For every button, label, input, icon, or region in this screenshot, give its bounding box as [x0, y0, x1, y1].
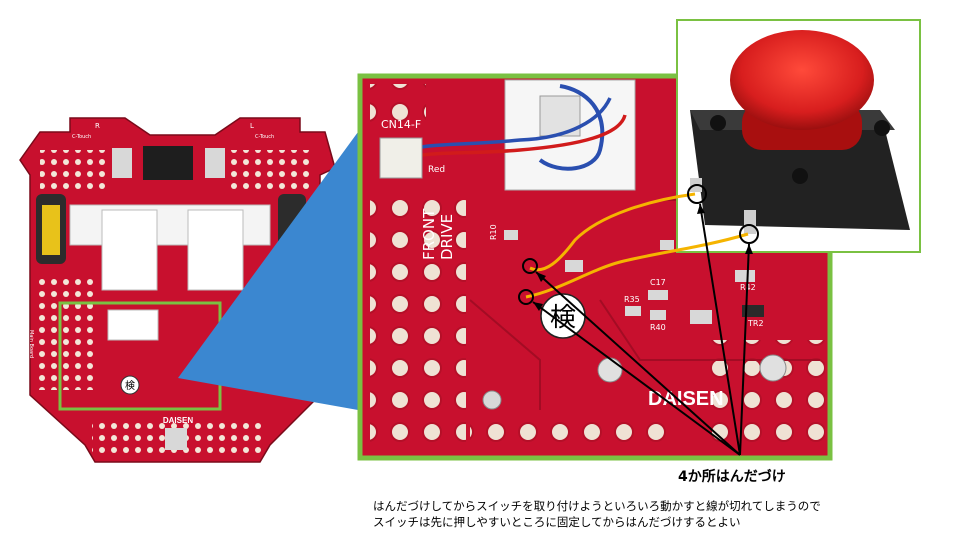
comp-tr2: [742, 305, 764, 317]
screw-3: [759, 354, 787, 382]
button-post-2: [874, 120, 890, 136]
solder-point-2: [518, 289, 534, 305]
board-name-label: Main Board: [28, 330, 34, 358]
comp-c: [660, 240, 674, 250]
kanji-badge-small: [120, 375, 140, 395]
front-label: FRONT: [420, 208, 438, 260]
solder-point-1: [522, 258, 538, 274]
arrow-heads: [533, 204, 753, 311]
wire-orange-2: [525, 232, 749, 299]
caption-note: はんだづけしてからスイッチを取り付けようといろいろ動かすと線が切れてしまうので …: [373, 498, 821, 530]
hole-grid-top-right: [230, 150, 310, 190]
zoom-hole-grid-bottom: [470, 412, 670, 452]
arrow-head-2: [533, 302, 543, 311]
hole-grid-top-left: [40, 150, 110, 190]
arrow-head-4: [745, 244, 753, 254]
drive-label: DRIVE: [438, 214, 456, 260]
standoff-right: [205, 148, 225, 178]
bottom-connector: [165, 428, 187, 450]
sensor-module: [143, 146, 193, 180]
r10-label: R10: [489, 224, 498, 240]
comp-r10: [504, 230, 518, 240]
hole-grid-left: [36, 275, 96, 390]
arrow-head-1: [536, 272, 546, 282]
c17-label: C17: [650, 278, 666, 287]
comp-r40: [650, 310, 666, 320]
caption-note-line-2: スイッチは先に押しやすいところに固定してからはんだづけするとよい: [373, 515, 741, 529]
zoom-wire-blue-2: [399, 97, 612, 154]
wire-orange-1: [529, 192, 696, 272]
button-cap-top: [730, 30, 874, 130]
caption-title: 4か所はんだづけ: [678, 469, 786, 485]
screw-1: [482, 390, 502, 410]
comp-c17: [648, 290, 668, 300]
solder-point-3: [687, 184, 707, 204]
wire-color-label: Red: [428, 165, 445, 175]
button-pin-2: [744, 210, 756, 234]
brand-label: DAISEN: [648, 388, 724, 410]
zoom-hole-grid-left: [370, 200, 466, 450]
zoom-wire-red: [399, 114, 627, 162]
comp-a: [565, 260, 583, 272]
chassis-label-l1: L: [205, 119, 209, 127]
zoom-hole-grid-right: [700, 340, 825, 452]
button-post-1: [710, 115, 726, 131]
wheel-left-rim: [42, 205, 60, 255]
comp-r35: [625, 306, 641, 316]
push-button-photo: [676, 19, 921, 253]
motor-small: [107, 309, 159, 341]
solder-point-4: [739, 224, 759, 244]
arrow-3: [699, 203, 741, 456]
r40-label: R40: [650, 323, 666, 332]
touch-left-label: C-Touch: [72, 134, 91, 140]
pointer-arrows: [532, 203, 750, 456]
gearbox-left: [101, 209, 158, 291]
caption-note-line-1: はんだづけしてからスイッチを取り付けようといろいろ動かすと線が切れてしまうので: [373, 499, 821, 513]
chassis-label-l2: L: [250, 122, 254, 130]
button-post-3: [792, 168, 808, 184]
cn14-label: CN14-F: [381, 118, 421, 131]
arrow-2: [532, 301, 741, 456]
comp-b: [690, 310, 712, 324]
brand-small: DAISEN: [163, 416, 193, 425]
arrow-4: [739, 243, 750, 456]
highlight-box-large: [357, 73, 833, 461]
robot-board-overview: 検 DAISEN R R L L C-Touch C-Touch Main Bo…: [19, 117, 336, 463]
arrow-1: [535, 271, 741, 456]
r35-label: R35: [624, 295, 640, 304]
tr2-label: TR2: [747, 319, 764, 328]
screw-2: [597, 357, 623, 383]
kanji-badge-small-text: 検: [125, 379, 135, 392]
zoom-hole-grid-top-left: [370, 84, 426, 134]
gearbox-right: [187, 209, 244, 291]
callout-wedge: [178, 132, 358, 410]
comp-r42: [735, 270, 755, 282]
standoff-left: [112, 148, 132, 178]
touch-right-label: C-Touch: [255, 134, 274, 140]
cn14-connector: [379, 137, 423, 179]
zoom-wire-blue: [538, 84, 605, 171]
zoomed-board: CN14-F Red FRONT DRIVE R10 R35 R40 C17 R…: [357, 73, 833, 461]
chassis-label-r1: R: [95, 122, 100, 130]
arrow-head-3: [697, 204, 705, 214]
chassis-label-r2: R: [140, 119, 145, 127]
